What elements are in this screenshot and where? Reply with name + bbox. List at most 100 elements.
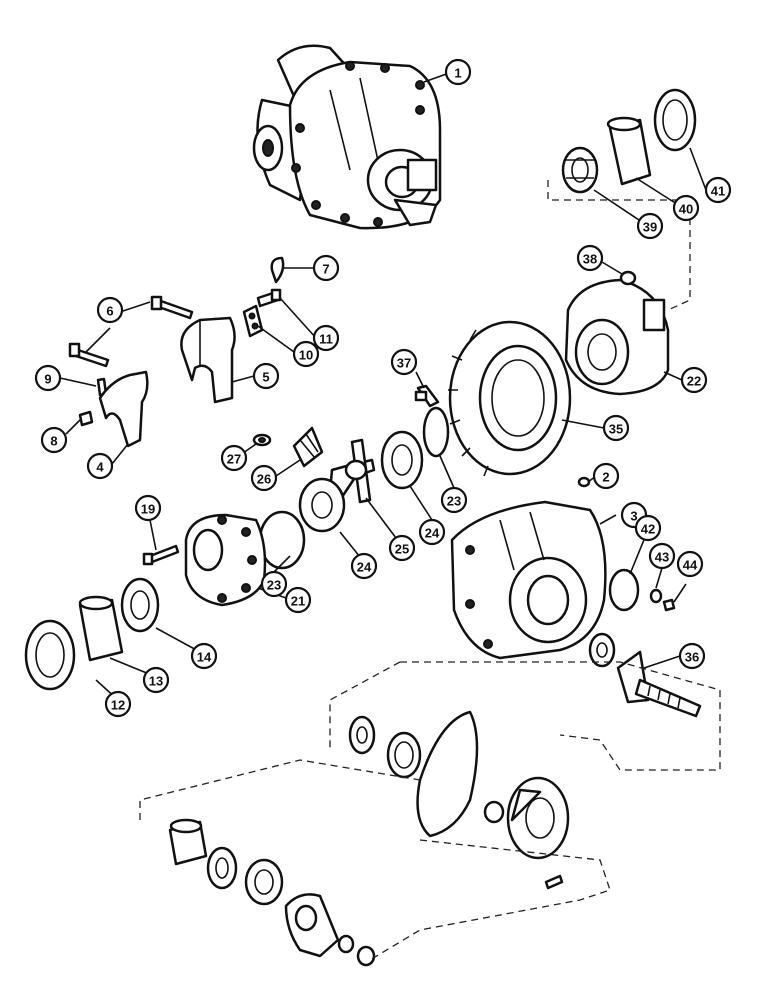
side-gear-24-upper — [380, 430, 424, 490]
bearing-cap-4 — [98, 370, 149, 448]
callout-label: 11 — [319, 332, 333, 347]
callout-circle — [86, 452, 114, 480]
callout-26: 26 — [250, 464, 278, 492]
callout-circle — [634, 514, 662, 542]
seal-lower — [244, 858, 284, 906]
yoke-flange — [284, 893, 340, 958]
nut-lower — [356, 945, 376, 967]
callout-circle — [312, 324, 340, 352]
callout-circle — [440, 486, 468, 514]
callout-circle — [444, 58, 472, 86]
drive-pinion-36 — [616, 650, 702, 718]
bolt-6-lower — [68, 342, 110, 368]
bolt-19 — [142, 544, 180, 566]
callout-24: 24 — [350, 552, 378, 580]
callout-circle — [648, 542, 676, 570]
thrust-washer-23-upper — [422, 406, 450, 458]
callouts: 1234567891011121314192122232324242526273… — [34, 58, 732, 718]
callout-10: 10 — [292, 340, 320, 368]
cover-42 — [608, 568, 640, 612]
washer-43 — [649, 588, 663, 604]
assembled-housing — [252, 44, 442, 230]
callout-circle — [252, 362, 280, 390]
callout-label: 19 — [141, 502, 155, 517]
side-gear-24-lower — [298, 477, 346, 533]
callout-label: 2 — [602, 470, 609, 485]
callout-label: 21 — [291, 594, 305, 609]
bearing-cone-lower — [206, 846, 238, 890]
callout-5: 5 — [252, 362, 280, 390]
housing-3 — [450, 500, 607, 660]
callout-7: 7 — [312, 254, 340, 282]
callout-circle — [672, 194, 700, 222]
callout-label: 1 — [454, 66, 461, 81]
thrust-washer-23-lower — [258, 510, 306, 570]
screw-8 — [78, 410, 94, 427]
group-outline-flange — [139, 759, 611, 961]
callout-14: 14 — [190, 642, 218, 670]
callout-36: 36 — [678, 642, 706, 670]
callout-circle — [602, 414, 630, 442]
callout-label: 44 — [683, 558, 698, 573]
retainer-bolt — [544, 874, 564, 890]
callout-37: 37 — [390, 348, 418, 376]
callout-19: 19 — [134, 494, 162, 522]
pinion-retainer — [506, 776, 570, 860]
callout-label: 41 — [711, 184, 725, 199]
callout-label: 14 — [197, 650, 212, 665]
callout-40: 40 — [672, 194, 700, 222]
callout-label: 42 — [641, 522, 655, 537]
callout-38: 38 — [576, 244, 604, 272]
bearing-41 — [653, 88, 697, 152]
callout-35: 35 — [602, 414, 630, 442]
bearing-cup-13 — [78, 595, 124, 662]
callout-9: 9 — [34, 364, 62, 392]
shim-gasket — [416, 710, 479, 838]
parts-artwork — [24, 44, 721, 967]
callout-23: 23 — [260, 570, 288, 598]
callout-label: 24 — [425, 526, 440, 541]
callout-circle — [576, 244, 604, 272]
callout-11: 11 — [312, 324, 340, 352]
callout-label: 27 — [227, 452, 241, 467]
diff-case-22 — [564, 278, 670, 396]
callout-circle — [704, 176, 732, 204]
bearing-cup-lower — [168, 818, 208, 866]
callout-circle — [676, 550, 704, 578]
callout-label: 40 — [679, 202, 693, 217]
callout-4: 4 — [86, 452, 114, 480]
callout-8: 8 — [40, 426, 68, 454]
pin-7 — [270, 256, 285, 284]
callout-circle — [636, 212, 664, 240]
bearing-cup-40 — [606, 116, 652, 186]
group-outline-pinion — [329, 661, 721, 771]
callout-22: 22 — [680, 366, 708, 394]
callout-circle — [142, 666, 170, 694]
callout-circle — [390, 348, 418, 376]
callout-label: 9 — [44, 372, 51, 387]
callout-23: 23 — [440, 486, 468, 514]
bolt-11 — [256, 288, 282, 308]
bolt-6-upper — [150, 295, 194, 320]
callout-label: 23 — [447, 494, 461, 509]
callout-25: 25 — [388, 534, 416, 562]
screw-44 — [662, 598, 676, 612]
callout-circle — [592, 462, 620, 490]
callout-label: 39 — [643, 220, 657, 235]
bolt-37 — [414, 384, 440, 408]
callout-27: 27 — [220, 444, 248, 472]
callout-12: 12 — [104, 690, 132, 718]
callout-label: 25 — [395, 542, 409, 557]
callout-label: 24 — [357, 560, 372, 575]
callout-label: 36 — [685, 650, 699, 665]
diff-case-21 — [184, 513, 267, 607]
callout-42: 42 — [634, 514, 662, 542]
callout-circle — [388, 534, 416, 562]
ring-gear-35 — [448, 320, 572, 477]
callout-13: 13 — [142, 666, 170, 694]
callout-circle — [680, 366, 708, 394]
callout-circle — [350, 552, 378, 580]
callout-circle — [104, 690, 132, 718]
washer-lower — [337, 934, 355, 954]
